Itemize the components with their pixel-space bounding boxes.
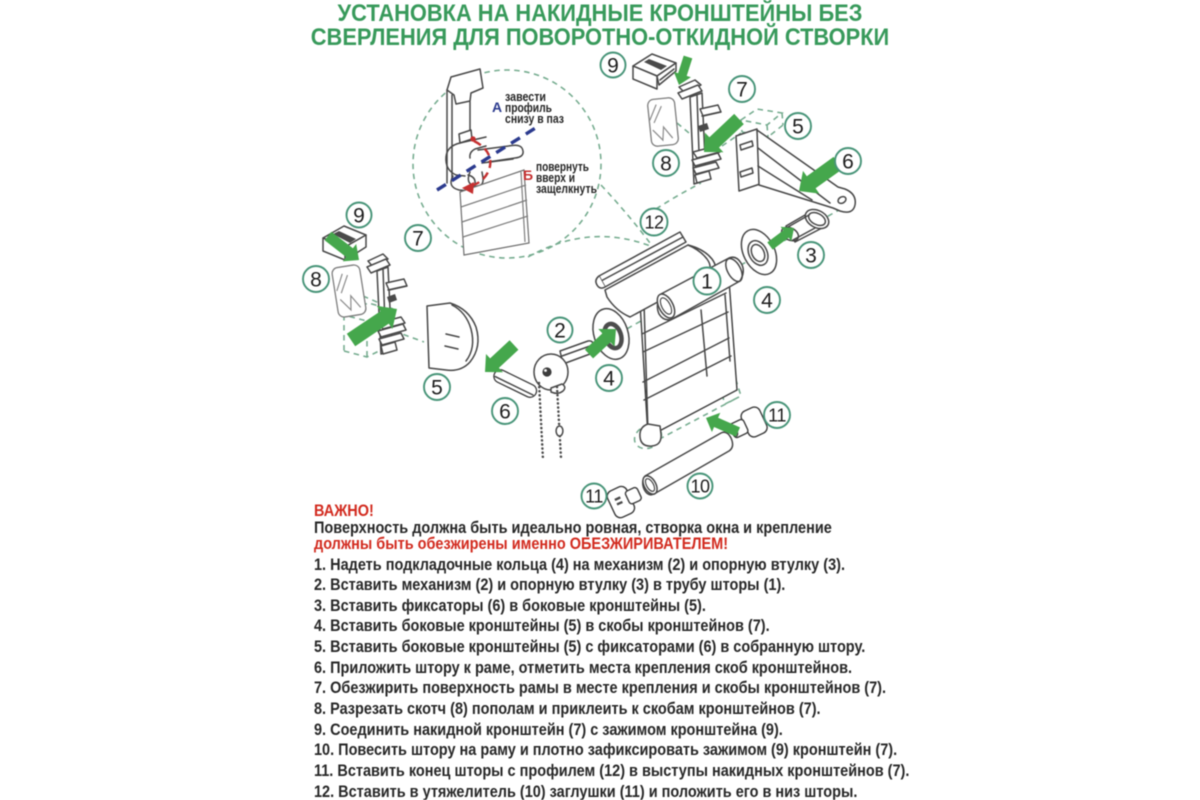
svg-text:7: 7 [736, 79, 748, 102]
svg-text:1: 1 [701, 271, 713, 294]
svg-text:8: 8 [310, 269, 322, 292]
svg-text:10: 10 [690, 477, 710, 497]
svg-text:7: 7 [412, 228, 424, 251]
svg-text:5: 5 [431, 377, 443, 400]
svg-text:8: 8 [660, 153, 672, 176]
svg-text:защелкнуть: защелкнуть [536, 182, 597, 196]
svg-text:4: 4 [761, 290, 773, 313]
svg-text:повернуть: повернуть [536, 160, 589, 174]
svg-text:2: 2 [554, 320, 566, 343]
svg-text:снизу в паз: снизу в паз [505, 112, 564, 126]
svg-text:11: 11 [768, 406, 786, 426]
svg-text:3: 3 [805, 245, 817, 268]
svg-text:11: 11 [585, 487, 603, 507]
svg-text:5: 5 [792, 116, 804, 139]
svg-text:профиль: профиль [505, 101, 552, 115]
svg-text:вверх и: вверх и [536, 171, 575, 185]
svg-text:6: 6 [499, 401, 511, 424]
svg-text:12: 12 [644, 213, 664, 233]
svg-text:Б: Б [523, 167, 533, 183]
svg-text:9: 9 [607, 55, 619, 78]
svg-text:9: 9 [353, 205, 365, 228]
svg-text:завести: завести [505, 90, 546, 104]
svg-text:4: 4 [603, 368, 615, 391]
svg-text:А: А [492, 99, 502, 115]
svg-text:6: 6 [842, 151, 854, 174]
